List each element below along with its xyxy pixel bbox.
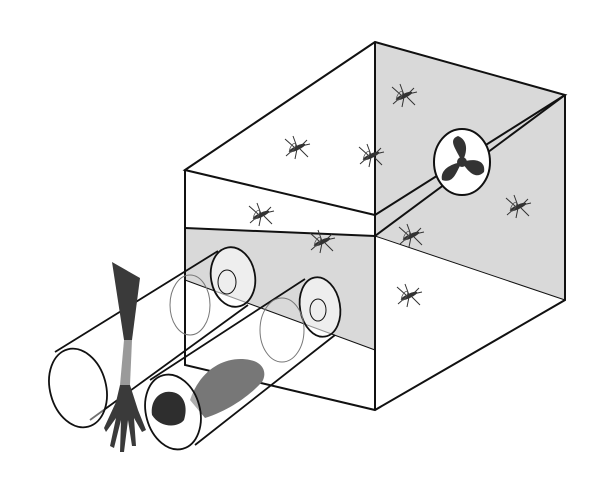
arm-and-hand (104, 262, 146, 452)
animal-shadow (190, 359, 265, 418)
box-front-lower (185, 280, 375, 410)
arm-tube-opening (48, 347, 108, 429)
animal-tube (149, 276, 342, 446)
box-right-lower (375, 236, 565, 410)
fan-icon (433, 128, 491, 196)
animal-icon (151, 391, 186, 426)
